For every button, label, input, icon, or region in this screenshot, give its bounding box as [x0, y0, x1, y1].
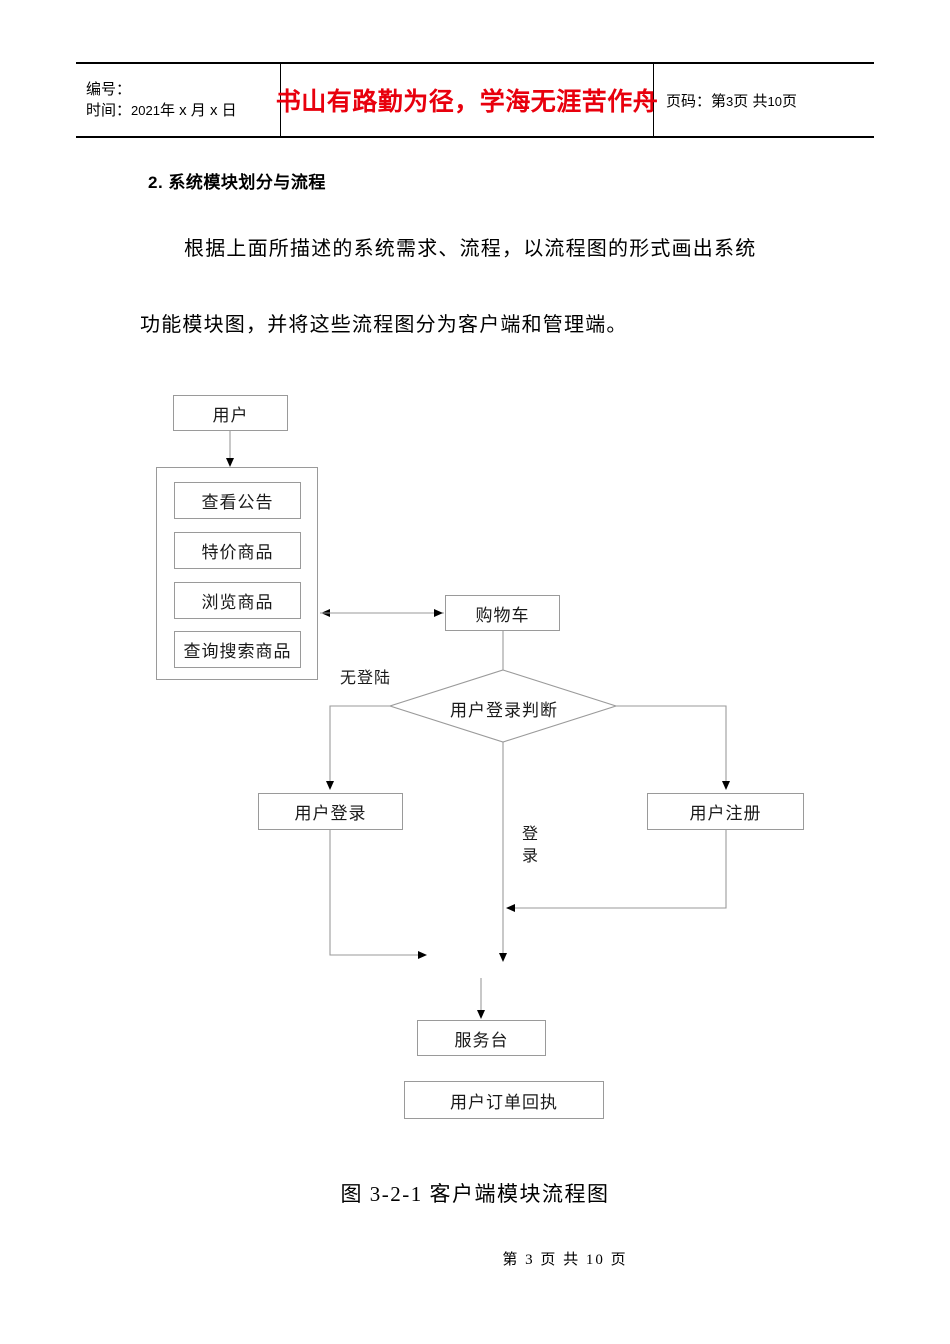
header-page-current-prefix: 第 — [711, 92, 727, 110]
section-heading: 2. 系统模块划分与流程 — [148, 173, 326, 192]
header-cell-pagination: 页码：第3页 共10页 — [654, 64, 874, 136]
flow-node-service-desk[interactable]: 服务台 — [417, 1020, 546, 1056]
flow-edge-label-no-login-text: 无登陆 — [340, 670, 392, 687]
header-number-label: 编号： — [86, 81, 132, 98]
header-page-current: 3 — [726, 93, 734, 109]
header-page-label: 页码： — [666, 92, 712, 110]
flow-node-view-notice[interactable]: 查看公告 — [174, 482, 301, 519]
flow-node-user-register-label: 用户注册 — [689, 804, 762, 823]
flow-edge-label-no-login: 无登陆 — [340, 664, 391, 688]
flow-edge-label-login: 登录 — [521, 824, 539, 868]
flow-node-user-label: 用户 — [212, 405, 249, 425]
flow-node-special-goods-label: 特价商品 — [201, 543, 274, 562]
flow-node-login-decision-label: 用户登录判断 — [450, 701, 558, 720]
flow-node-user[interactable]: 用户 — [173, 395, 288, 431]
figure-caption: 图 3-2-1 客户端模块流程图 — [340, 1182, 610, 1206]
flow-node-shopping-cart-label: 购物车 — [475, 605, 530, 625]
flow-node-special-goods[interactable]: 特价商品 — [174, 532, 301, 569]
flow-node-view-notice-label: 查看公告 — [201, 493, 274, 512]
footer-total-suffix: 页 — [610, 1252, 628, 1268]
document-header-table: 编号： 时间：2021年 x 月 x 日 书山有路勤为径，学海无涯苦作舟 页码：… — [76, 62, 874, 138]
footer-total-prefix: 共 — [563, 1252, 581, 1268]
flow-node-user-register[interactable]: 用户注册 — [647, 793, 804, 830]
footer-current-suffix: 页 — [540, 1252, 558, 1268]
header-page-current-suffix: 页 — [733, 92, 749, 110]
flow-node-browse-goods-label: 浏览商品 — [201, 593, 274, 612]
flow-node-search-goods-label: 查询搜索商品 — [183, 642, 292, 661]
header-date-label: 时间： — [86, 102, 132, 119]
footer-current-prefix: 第 — [502, 1252, 520, 1268]
header-date-suffix: 年 x 月 x 日 — [159, 102, 237, 119]
header-page-total-prefix: 共 — [752, 92, 768, 110]
flow-node-user-login-label: 用户登录 — [294, 804, 367, 823]
flow-edge-label-login-text: 登录 — [521, 826, 538, 865]
flow-node-order-receipt-label: 用户订单回执 — [450, 1092, 558, 1112]
header-date-line: 时间：2021年 x 月 x 日 — [86, 100, 280, 121]
header-page-info: 页码：第3页 共10页 — [666, 90, 874, 111]
header-cell-meta: 编号： 时间：2021年 x 月 x 日 — [76, 64, 281, 136]
header-date-year: 2021 — [131, 103, 160, 118]
footer-total-pages: 10 — [585, 1252, 605, 1268]
header-page-total: 10 — [767, 93, 782, 109]
header-cell-motto: 书山有路勤为径，学海无涯苦作舟 — [276, 64, 658, 136]
header-motto-text: 书山有路勤为径，学海无涯苦作舟 — [275, 89, 659, 116]
flow-node-user-login[interactable]: 用户登录 — [258, 793, 403, 830]
flow-node-shopping-cart[interactable]: 购物车 — [445, 595, 560, 631]
flow-node-search-goods[interactable]: 查询搜索商品 — [174, 631, 301, 668]
footer-pagination: 第 3 页 共 10 页 — [0, 1248, 950, 1269]
paragraph-2: 功能模块图，并将这些流程图分为客户端和管理端。 — [140, 314, 628, 336]
footer-current-page: 3 — [525, 1252, 535, 1268]
flow-node-browse-goods[interactable]: 浏览商品 — [174, 582, 301, 619]
paragraph-1: 根据上面所描述的系统需求、流程，以流程图的形式画出系统 — [184, 238, 757, 260]
flow-node-login-decision[interactable]: 用户登录判断 — [450, 696, 558, 721]
flow-node-service-desk-label: 服务台 — [454, 1030, 509, 1050]
flow-node-order-receipt[interactable]: 用户订单回执 — [404, 1081, 604, 1119]
header-page-total-suffix: 页 — [781, 92, 797, 110]
